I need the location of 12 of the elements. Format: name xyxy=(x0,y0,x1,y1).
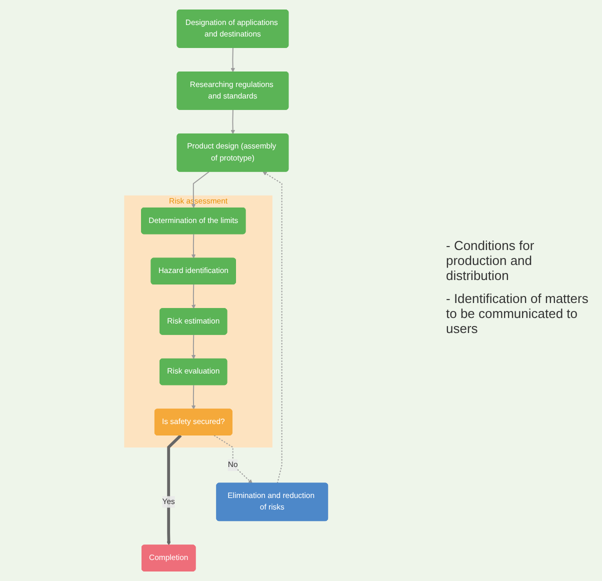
note-text: - Identification of matters to be communicated to users xyxy=(446,290,590,336)
arrow xyxy=(191,284,196,309)
arrow xyxy=(191,171,210,208)
arrow xyxy=(230,47,235,72)
arrow xyxy=(191,384,196,410)
arrow xyxy=(191,334,196,360)
arrow xyxy=(191,234,196,259)
note-text: - Conditions for production and distribution xyxy=(446,238,536,282)
arrow xyxy=(214,434,252,484)
arrow xyxy=(166,434,182,546)
arrow xyxy=(262,172,282,484)
arrow xyxy=(230,109,235,134)
